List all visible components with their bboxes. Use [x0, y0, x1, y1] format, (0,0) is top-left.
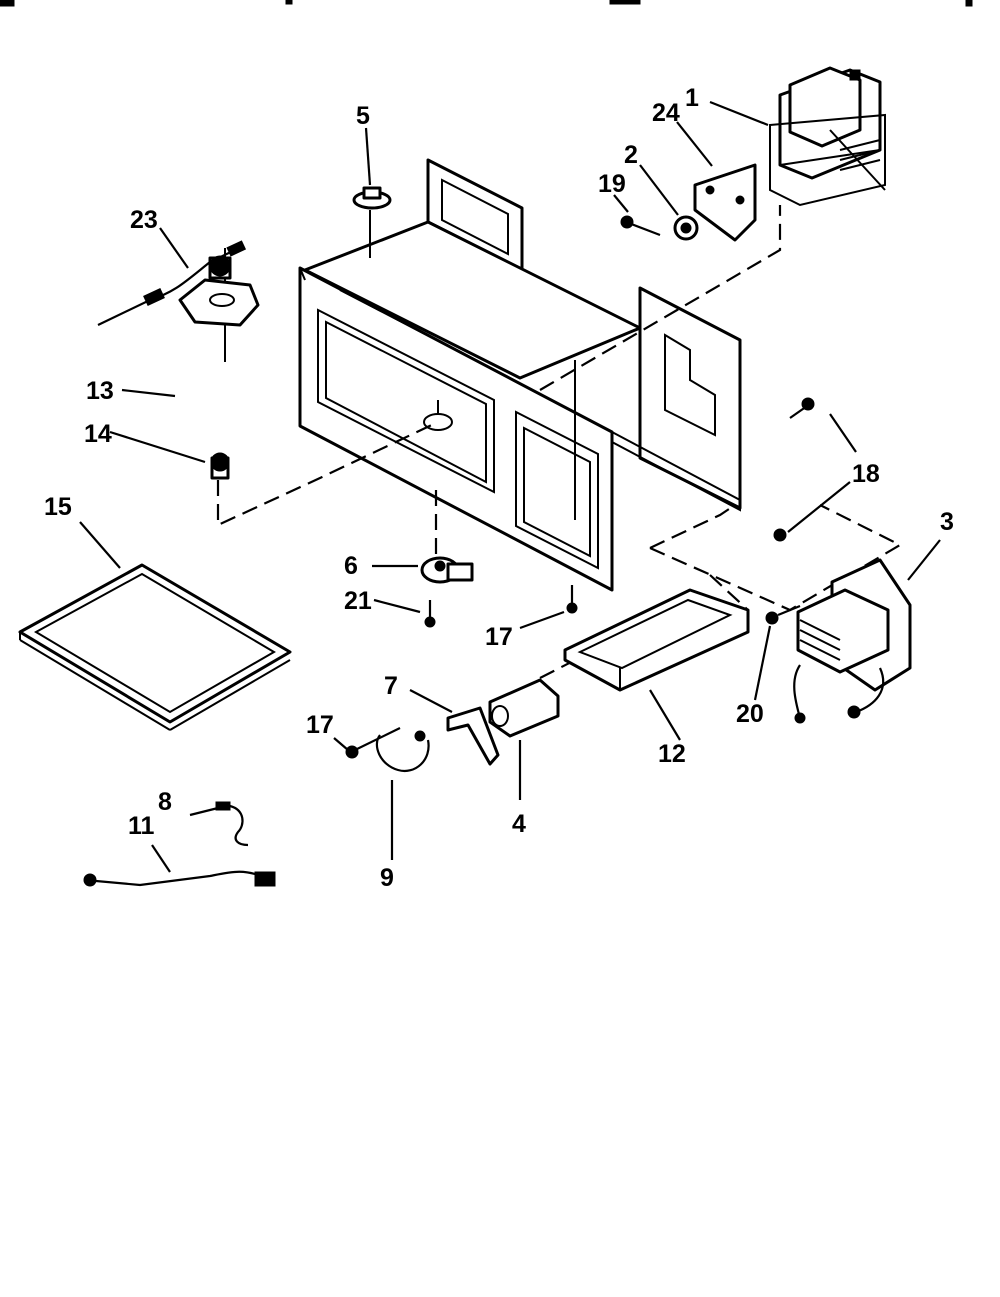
fan-motor — [793, 558, 912, 724]
callout-1: 1 — [685, 84, 699, 112]
turntable-motor — [420, 556, 474, 584]
cavity-assembly — [298, 158, 742, 592]
callout-4: 4 — [512, 810, 526, 838]
callout-23: 23 — [130, 206, 158, 234]
callout-18: 18 — [852, 460, 880, 488]
capacitor — [488, 678, 560, 738]
callout-13: 13 — [86, 377, 114, 405]
bracket — [693, 163, 757, 242]
callout-14: 14 — [84, 420, 112, 448]
glass-tray — [18, 563, 292, 731]
callout-9: 9 — [380, 864, 394, 892]
coupler — [178, 278, 260, 327]
transformer — [769, 66, 886, 207]
nut — [673, 215, 699, 241]
diode — [375, 730, 430, 773]
callout-17-lower: 17 — [306, 711, 334, 739]
callout-12: 12 — [658, 740, 686, 768]
callout-15: 15 — [44, 493, 72, 521]
callout-24: 24 — [652, 99, 680, 127]
callout-3: 3 — [940, 508, 954, 536]
base-plate — [563, 588, 750, 692]
capacitor-bracket — [446, 706, 500, 766]
roller — [208, 255, 232, 480]
callout-21: 21 — [344, 587, 372, 615]
screw-21 — [424, 600, 436, 628]
callout-labels: 1 24 2 19 5 23 13 14 15 18 3 6 21 17 7 1… — [44, 84, 954, 892]
callout-5: 5 — [356, 102, 370, 130]
screw-20 — [765, 604, 801, 625]
thermal-cutout — [352, 186, 392, 210]
wire — [215, 801, 249, 847]
screw-19 — [620, 215, 661, 237]
callout-11: 11 — [128, 812, 155, 840]
callout-17-upper: 17 — [485, 623, 513, 651]
callout-6: 6 — [344, 552, 358, 580]
fuse-wire — [97, 240, 247, 326]
callout-2: 2 — [624, 141, 638, 169]
scan-marks — [0, 0, 973, 7]
callout-8: 8 — [158, 788, 172, 816]
harness — [83, 870, 276, 887]
screw-17 — [345, 585, 578, 759]
callout-20: 20 — [736, 700, 764, 728]
callout-7: 7 — [384, 672, 398, 700]
screw-18 — [773, 397, 815, 542]
leader-lines — [79, 100, 941, 873]
callout-19: 19 — [598, 170, 626, 198]
